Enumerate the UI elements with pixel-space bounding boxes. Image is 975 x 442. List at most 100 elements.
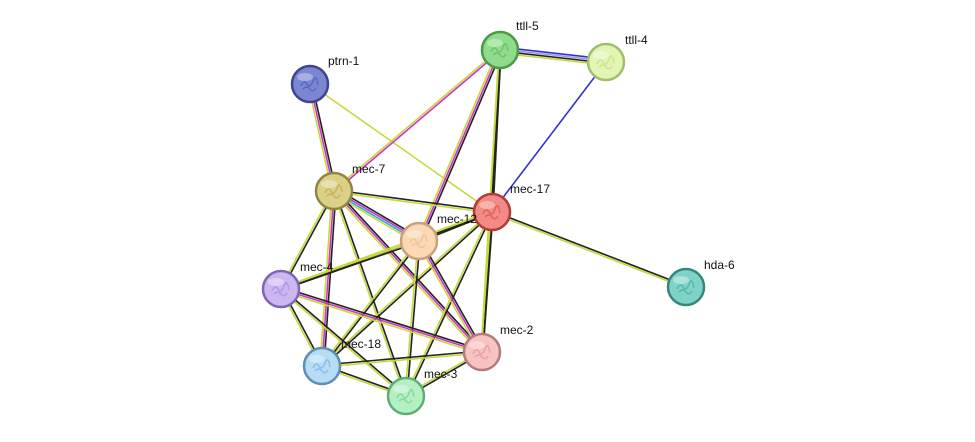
edge-line bbox=[420, 239, 485, 352]
edge-mec-17-mec-18[interactable] bbox=[320, 210, 494, 368]
node-mec-4[interactable]: mec-4 bbox=[261, 260, 334, 309]
edge-line bbox=[334, 189, 485, 352]
edge-mec-7-mec-2[interactable] bbox=[331, 189, 485, 354]
node-mec-7[interactable]: mec-7 bbox=[314, 162, 386, 211]
edge-ttll-4-mec-17[interactable] bbox=[491, 61, 607, 213]
node-circle[interactable] bbox=[302, 346, 342, 386]
protein-structure-icon bbox=[596, 55, 615, 70]
node-label: ptrn-1 bbox=[328, 54, 360, 68]
node-label: hda-6 bbox=[704, 258, 735, 272]
edge-line bbox=[420, 50, 503, 243]
node-label: mec-2 bbox=[500, 323, 534, 337]
edge-line bbox=[333, 191, 492, 214]
node-mec-12[interactable]: mec-12 bbox=[399, 212, 477, 261]
node-circle[interactable] bbox=[386, 376, 426, 416]
protein-structure-icon bbox=[396, 389, 415, 404]
edge-ttll-5-mec-12[interactable] bbox=[416, 48, 503, 243]
node-mec-18[interactable]: mec-18 bbox=[302, 337, 381, 386]
node-circle[interactable] bbox=[472, 192, 512, 232]
node-highlight bbox=[309, 355, 325, 363]
edge-line bbox=[332, 48, 500, 191]
protein-structure-icon bbox=[676, 280, 695, 295]
edge-mec-12-mec-18[interactable] bbox=[320, 239, 421, 368]
node-highlight bbox=[469, 341, 485, 349]
edge-line bbox=[480, 211, 492, 352]
edge-line bbox=[482, 212, 494, 353]
protein-structure-icon bbox=[312, 359, 331, 374]
edge-line bbox=[406, 212, 494, 397]
protein-structure-icon bbox=[271, 282, 290, 297]
edge-line bbox=[321, 350, 482, 366]
edge-line bbox=[280, 290, 482, 355]
protein-structure-icon bbox=[409, 234, 428, 249]
edge-line bbox=[492, 210, 687, 287]
edge-line bbox=[418, 240, 483, 353]
node-mec-2[interactable]: mec-2 bbox=[462, 323, 534, 372]
edge-line bbox=[279, 289, 406, 398]
edge-line bbox=[309, 83, 493, 213]
node-circle[interactable] bbox=[462, 332, 502, 372]
edge-mec-7-mec-3[interactable] bbox=[332, 190, 408, 397]
edge-mec-17-hda-6[interactable] bbox=[491, 210, 687, 289]
edge-mec-17-mec-2[interactable] bbox=[480, 211, 494, 353]
node-highlight bbox=[393, 385, 409, 393]
node-highlight bbox=[321, 180, 337, 188]
edge-line bbox=[280, 239, 419, 289]
edge-mec-7-mec-18[interactable] bbox=[319, 190, 337, 367]
edge-line bbox=[334, 189, 493, 212]
node-highlight bbox=[297, 73, 313, 81]
node-label: mec-18 bbox=[341, 337, 381, 351]
node-highlight bbox=[487, 39, 503, 47]
edge-line bbox=[334, 50, 502, 193]
node-label: mec-4 bbox=[300, 260, 334, 274]
node-circle[interactable] bbox=[314, 171, 354, 211]
edge-line bbox=[404, 211, 492, 396]
edge-line bbox=[320, 239, 419, 366]
node-hda-6[interactable]: hda-6 bbox=[666, 258, 735, 307]
node-mec-3[interactable]: mec-3 bbox=[386, 367, 458, 416]
node-label: mec-3 bbox=[424, 367, 458, 381]
edge-line bbox=[332, 191, 406, 397]
edge-line bbox=[334, 190, 408, 396]
edge-mec-18-mec-2[interactable] bbox=[321, 350, 483, 368]
edge-ptrn-1-mec-17[interactable] bbox=[309, 83, 493, 213]
node-circle[interactable] bbox=[290, 64, 330, 104]
edge-mec-4-mec-3[interactable] bbox=[279, 287, 408, 398]
edge-line bbox=[406, 241, 421, 397]
node-ttll-4[interactable]: ttll-4 bbox=[586, 33, 648, 82]
edge-line bbox=[319, 190, 333, 366]
edge-line bbox=[322, 241, 421, 368]
node-highlight bbox=[406, 230, 422, 238]
edge-mec-17-mec-3[interactable] bbox=[404, 211, 494, 397]
edge-line bbox=[491, 212, 686, 289]
edge-line bbox=[281, 287, 408, 396]
edge-line bbox=[281, 241, 420, 291]
node-highlight bbox=[593, 51, 609, 59]
node-circle[interactable] bbox=[261, 269, 301, 309]
node-ttll-5[interactable]: ttll-5 bbox=[480, 19, 539, 70]
edge-mec-7-mec-17[interactable] bbox=[333, 189, 493, 214]
node-mec-17[interactable]: mec-17 bbox=[472, 182, 550, 232]
node-ptrn-1[interactable]: ptrn-1 bbox=[290, 54, 360, 104]
node-label: mec-12 bbox=[437, 212, 477, 226]
node-highlight bbox=[673, 276, 689, 284]
edge-mec-4-mec-2[interactable] bbox=[280, 286, 483, 355]
node-circle[interactable] bbox=[399, 221, 439, 261]
protein-structure-icon bbox=[324, 184, 343, 199]
node-circle[interactable] bbox=[586, 42, 626, 82]
edge-line bbox=[281, 286, 483, 351]
edge-mec-12-mec-4[interactable] bbox=[280, 239, 420, 291]
node-label: mec-7 bbox=[352, 162, 386, 176]
edge-line bbox=[280, 288, 483, 353]
edge-mec-12-mec-2[interactable] bbox=[416, 239, 485, 354]
edge-line bbox=[333, 190, 483, 353]
edge-mec-12-mec-3[interactable] bbox=[404, 240, 421, 397]
node-circle[interactable] bbox=[480, 30, 520, 70]
protein-structure-icon bbox=[490, 43, 509, 58]
edge-line bbox=[321, 190, 335, 367]
edge-ttll-5-mec-7[interactable] bbox=[332, 48, 502, 193]
edge-line bbox=[331, 191, 482, 354]
node-circle[interactable] bbox=[666, 267, 706, 307]
node-label: ttll-5 bbox=[516, 19, 539, 33]
